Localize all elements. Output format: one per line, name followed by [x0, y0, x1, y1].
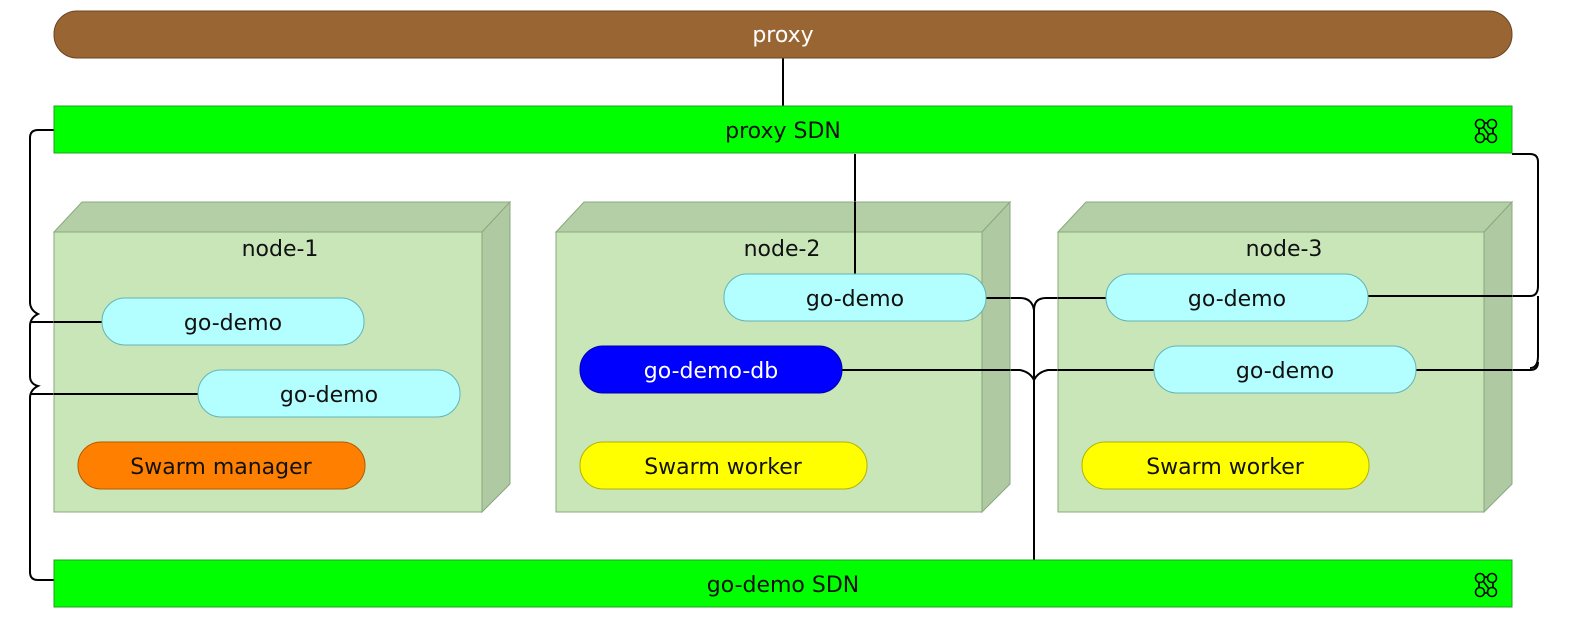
- node-3-label: node-3: [1246, 237, 1323, 262]
- service-go-demo-shape: [197, 369, 461, 418]
- node-2-side-face: [981, 200, 1011, 514]
- connector-node2-go-demo-to-bus: [986, 297, 1035, 311]
- connector-node3-go-demo-2-to-bus: [1033, 369, 1154, 381]
- service-go-demo-shape: [723, 273, 987, 322]
- node-3-top-face: [1056, 201, 1514, 233]
- role-swarm-manager-label: Swarm manager: [130, 455, 312, 480]
- service-go-demo-shape: [1153, 345, 1417, 394]
- role-swarm-manager-shape: [77, 441, 366, 490]
- role-swarm-worker-label: Swarm worker: [1146, 455, 1305, 480]
- service-go-demo: go-demo: [101, 297, 365, 346]
- connector-middle-bus: [1033, 297, 1047, 560]
- proxy-node: proxy: [53, 10, 1513, 59]
- go-demo-sdn-label: go-demo SDN: [707, 573, 860, 598]
- connector-go-demo-db-to-bus: [842, 369, 1035, 381]
- go-demo-sdn-network: go-demo SDN: [53, 559, 1513, 608]
- connector-node3-go-demo-1-fg: [1058, 295, 1512, 299]
- role-swarm-worker-shape: [579, 441, 868, 490]
- role-swarm-worker: Swarm worker: [579, 441, 868, 490]
- network-cloud-icon: [1474, 572, 1498, 598]
- role-swarm-manager: Swarm manager: [77, 441, 366, 490]
- node-1-side-face: [481, 200, 511, 514]
- node-2-label: node-2: [744, 237, 821, 262]
- role-swarm-worker-shape: [1081, 441, 1370, 490]
- node-3-side-face: [1483, 200, 1513, 514]
- service-go-demo-label: go-demo: [280, 383, 378, 408]
- node-3-services: go-demo go-demo Swarm worker: [1081, 273, 1417, 490]
- proxy-shape: [53, 10, 1513, 59]
- proxy-sdn-network: proxy SDN: [53, 105, 1513, 154]
- go-demo-sdn-shape: [53, 559, 1513, 608]
- service-go-demo-label: go-demo: [1188, 287, 1286, 312]
- service-go-demo: go-demo: [197, 369, 461, 418]
- service-go-demo: go-demo: [1153, 345, 1417, 394]
- service-go-demo-db-shape: [579, 345, 843, 394]
- node-1-label: node-1: [242, 237, 319, 262]
- service-go-demo-shape: [1105, 273, 1369, 322]
- service-go-demo-label: go-demo: [1236, 359, 1334, 384]
- service-go-demo-db: go-demo-db: [579, 345, 843, 394]
- service-go-demo-label: go-demo: [806, 287, 904, 312]
- network-cloud-icon: [1474, 118, 1498, 144]
- connector-right-trunk: [1512, 153, 1539, 369]
- role-swarm-worker: Swarm worker: [1081, 441, 1370, 490]
- node-1-top-face: [52, 201, 512, 233]
- connectors: [29, 58, 1539, 581]
- node-2-top-face: [554, 201, 1012, 233]
- service-go-demo-shape: [101, 297, 365, 346]
- node-2-services: go-demo go-demo-db Swarm worker: [579, 273, 987, 490]
- service-go-demo: go-demo: [1105, 273, 1369, 322]
- node-1-services: go-demo go-demo Swarm manager: [77, 297, 461, 490]
- service-go-demo: go-demo: [723, 273, 987, 322]
- proxy-sdn-shape: [53, 105, 1513, 154]
- connector-left-trunk: [29, 129, 54, 581]
- role-swarm-worker-label: Swarm worker: [644, 455, 803, 480]
- proxy-label: proxy: [752, 23, 813, 48]
- connector-node3-go-demo-2-to-proxy-sdn: [1416, 361, 1539, 371]
- service-go-demo-db-label: go-demo-db: [644, 359, 778, 384]
- service-go-demo-label: go-demo: [184, 311, 282, 336]
- connectors-foreground: [54, 202, 1512, 395]
- proxy-sdn-label: proxy SDN: [725, 119, 841, 144]
